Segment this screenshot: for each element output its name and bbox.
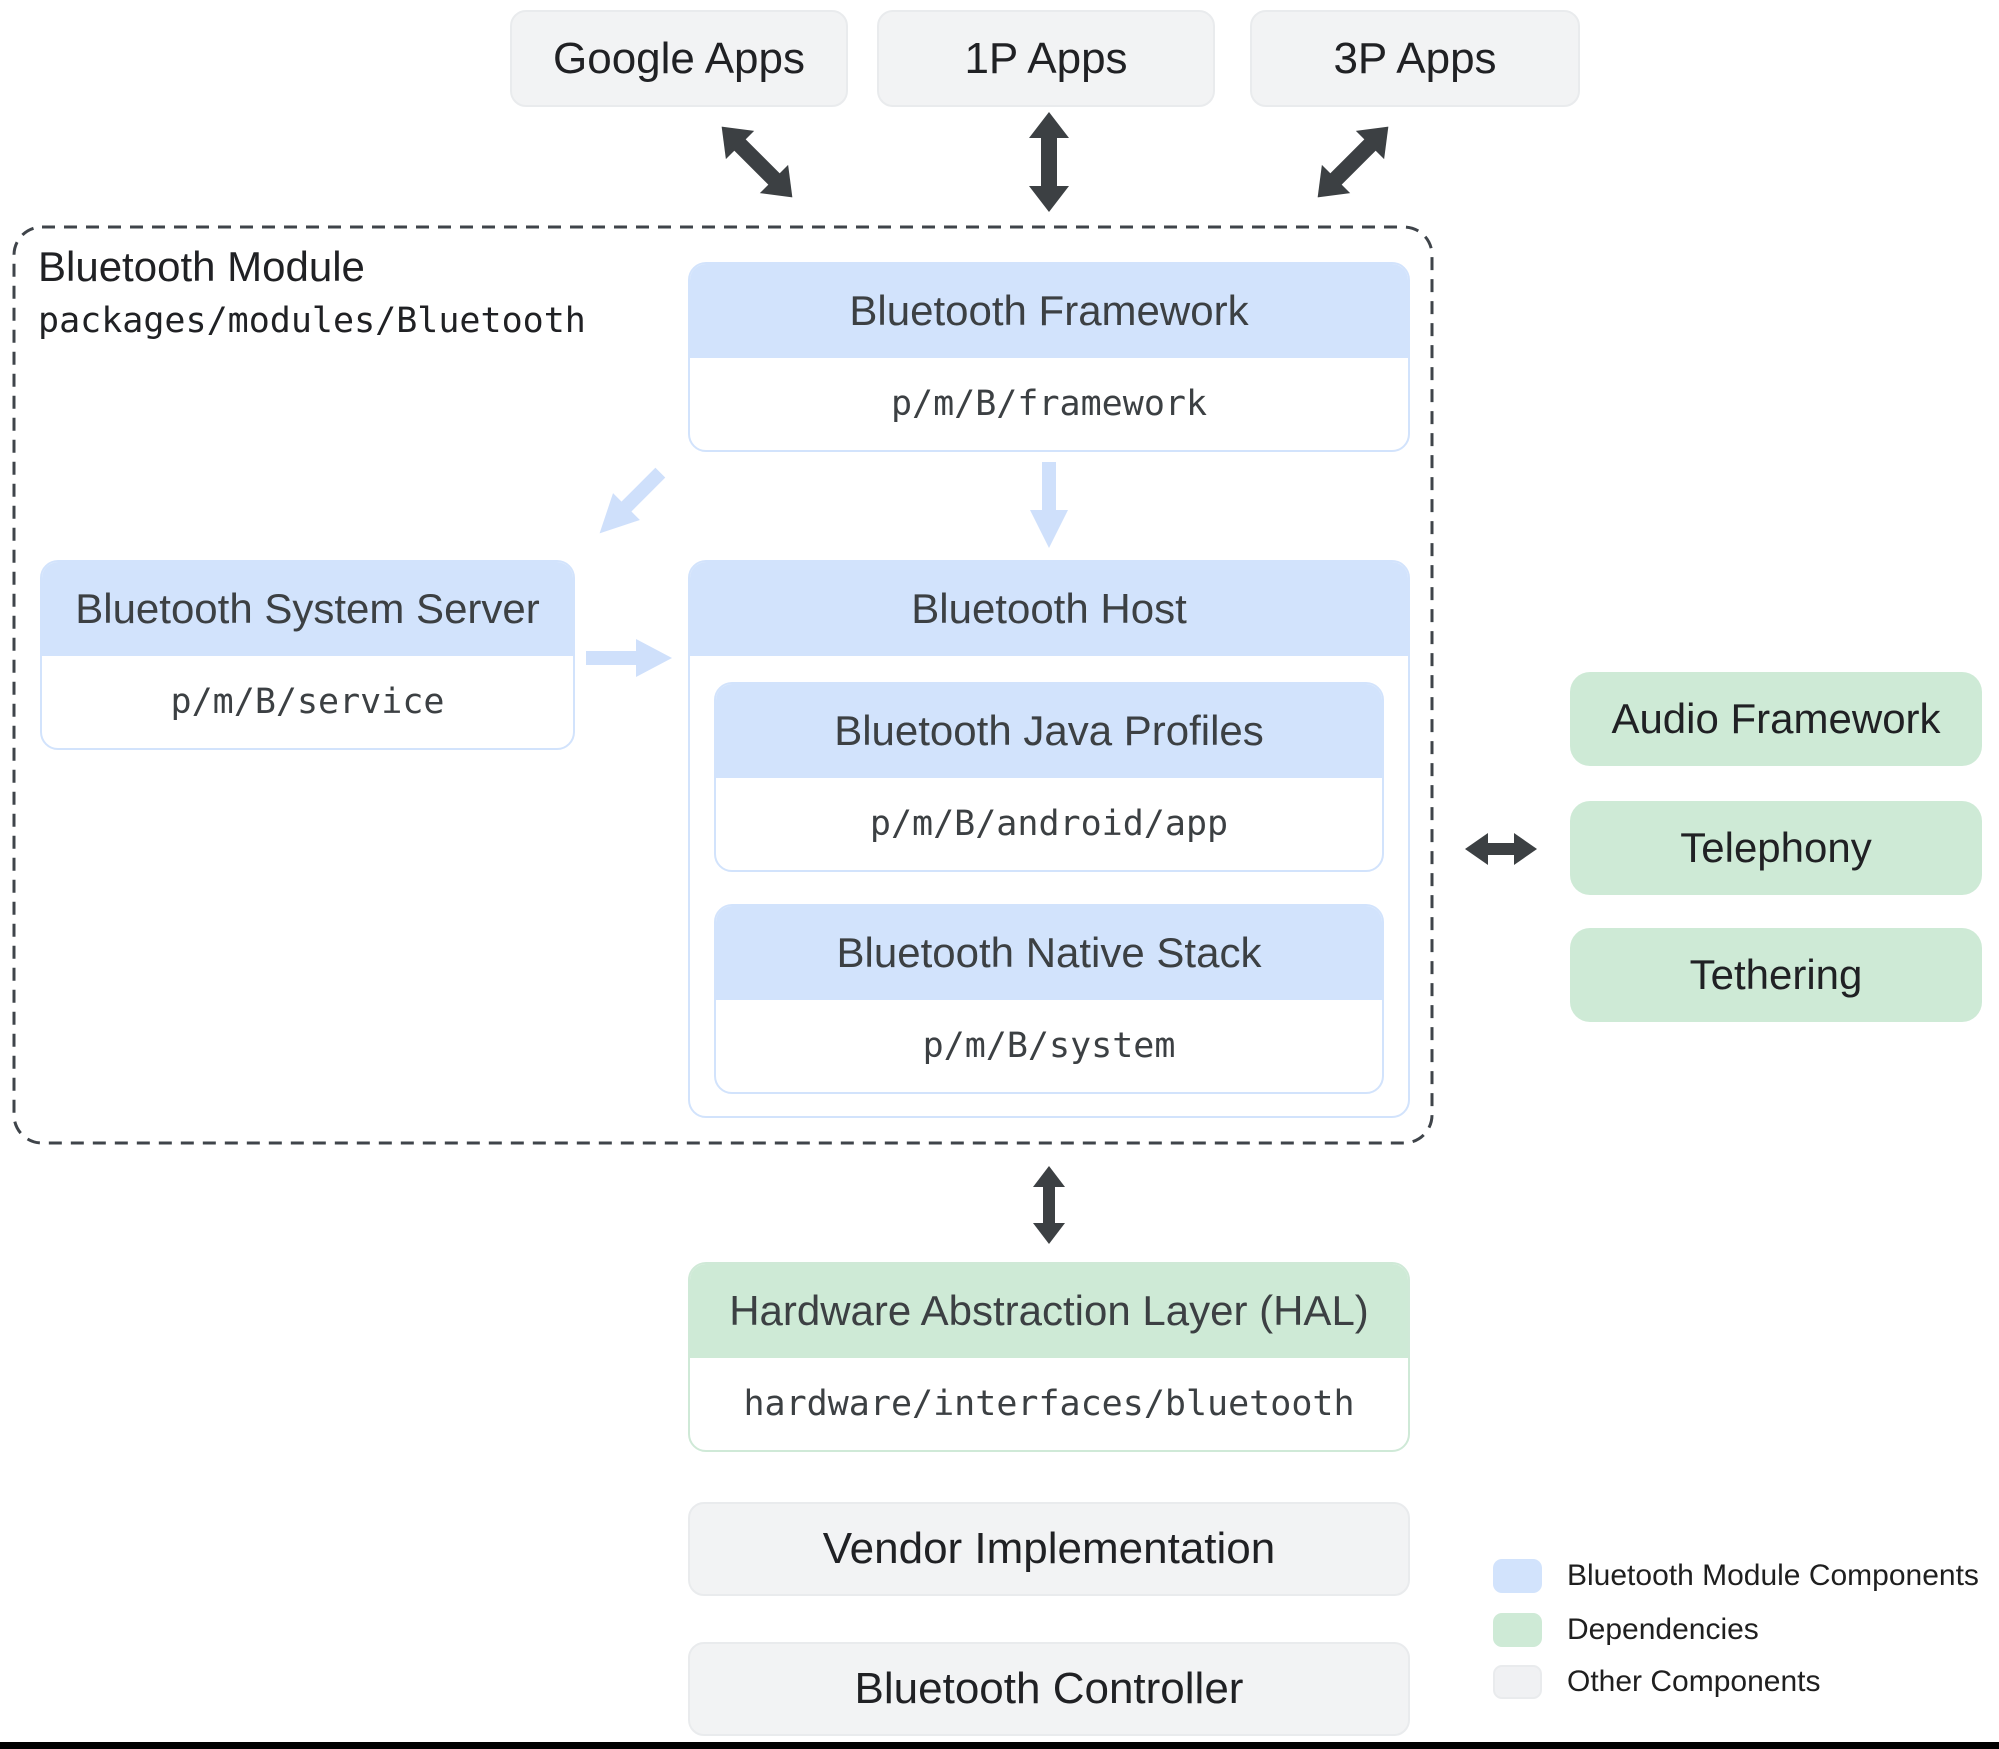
tethering-box: Tethering <box>1570 928 1982 1022</box>
google-apps-box: Google Apps <box>510 10 848 107</box>
hal-box: Hardware Abstraction Layer (HAL) hardwar… <box>688 1262 1410 1452</box>
module-to-dependencies-bidirectional-arrow-icon <box>1465 832 1537 866</box>
bluetooth-module-path: packages/modules/Bluetooth <box>38 301 586 341</box>
audio-framework-label: Audio Framework <box>1611 695 1941 742</box>
down-arrow-glyph <box>599 467 666 534</box>
framework-to-system-server-arrow-icon <box>585 458 674 547</box>
bluetooth-java-profiles-path: p/m/B/android/app <box>869 804 1229 844</box>
bluetooth-system-server-box: Bluetooth System Server p/m/B/service <box>40 560 575 750</box>
bluetooth-system-server-path: p/m/B/service <box>170 682 445 722</box>
third-party-apps-label: 3P Apps <box>1333 33 1497 83</box>
legend-swatch-module-components <box>1493 1559 1542 1593</box>
legend-item-module-components: Bluetooth Module Components <box>1493 1559 1979 1593</box>
legend-item-other-components: Other Components <box>1493 1665 1820 1699</box>
tethering-label: Tethering <box>1689 951 1863 998</box>
bluetooth-controller-box: Bluetooth Controller <box>688 1642 1410 1736</box>
bluetooth-java-profiles-box: Bluetooth Java Profiles p/m/B/android/ap… <box>714 682 1384 872</box>
bluetooth-module-heading: Bluetooth Module packages/modules/Blueto… <box>38 243 586 341</box>
down-arrow-glyph <box>1030 462 1068 548</box>
vendor-implementation-box: Vendor Implementation <box>688 1502 1410 1596</box>
horizontal-double-arrow-glyph <box>1465 833 1537 865</box>
legend-label-module-components: Bluetooth Module Components <box>1567 1559 1979 1592</box>
google-apps-bidirectional-arrow-icon <box>707 112 807 212</box>
bluetooth-native-stack-path: p/m/B/system <box>922 1026 1176 1066</box>
system-server-to-host-arrow-icon <box>586 638 672 678</box>
telephony-label: Telephony <box>1680 824 1872 871</box>
legend-swatch-other-components <box>1493 1665 1542 1699</box>
google-apps-label: Google Apps <box>553 33 805 83</box>
right-arrow-glyph <box>586 639 672 677</box>
first-party-apps-bidirectional-arrow-icon <box>1028 112 1070 212</box>
hal-path: hardware/interfaces/bluetooth <box>743 1384 1355 1424</box>
hal-title: Hardware Abstraction Layer (HAL) <box>690 1264 1408 1358</box>
bluetooth-framework-title: Bluetooth Framework <box>690 264 1408 358</box>
third-party-apps-box: 3P Apps <box>1250 10 1580 107</box>
bluetooth-module-dashed-border <box>12 225 1434 1145</box>
double-arrow-glyph <box>1317 126 1389 198</box>
double-arrow-glyph <box>1029 112 1069 212</box>
telephony-box: Telephony <box>1570 801 1982 895</box>
double-arrow-glyph <box>721 126 793 198</box>
bluetooth-framework-box: Bluetooth Framework p/m/B/framework <box>688 262 1410 452</box>
bottom-edge-bar <box>0 1742 1999 1749</box>
legend-label-other-components: Other Components <box>1567 1665 1821 1698</box>
bluetooth-module-title: Bluetooth Module <box>38 243 365 290</box>
bluetooth-host-body: Bluetooth Java Profiles p/m/B/android/ap… <box>690 656 1408 1116</box>
legend-label-dependencies: Dependencies <box>1567 1613 1759 1646</box>
audio-framework-box: Audio Framework <box>1570 672 1982 766</box>
vendor-implementation-label: Vendor Implementation <box>822 1524 1276 1573</box>
first-party-apps-label: 1P Apps <box>964 33 1128 83</box>
bluetooth-host-box: Bluetooth Host Bluetooth Java Profiles p… <box>688 560 1410 1118</box>
bluetooth-host-title: Bluetooth Host <box>690 562 1408 656</box>
bluetooth-java-profiles-title: Bluetooth Java Profiles <box>716 684 1382 778</box>
bluetooth-native-stack-box: Bluetooth Native Stack p/m/B/system <box>714 904 1384 1094</box>
first-party-apps-box: 1P Apps <box>877 10 1215 107</box>
module-to-hal-bidirectional-arrow-icon <box>1032 1166 1066 1244</box>
bluetooth-system-server-title: Bluetooth System Server <box>42 562 573 656</box>
legend-swatch-dependencies <box>1493 1613 1542 1647</box>
bluetooth-controller-label: Bluetooth Controller <box>854 1664 1244 1713</box>
third-party-apps-bidirectional-arrow-icon <box>1303 112 1403 212</box>
legend-item-dependencies: Dependencies <box>1493 1613 1759 1647</box>
framework-to-host-arrow-icon <box>1029 462 1069 548</box>
bluetooth-native-stack-title: Bluetooth Native Stack <box>716 906 1382 1000</box>
bluetooth-framework-path: p/m/B/framework <box>890 384 1208 424</box>
double-arrow-glyph <box>1033 1166 1065 1244</box>
